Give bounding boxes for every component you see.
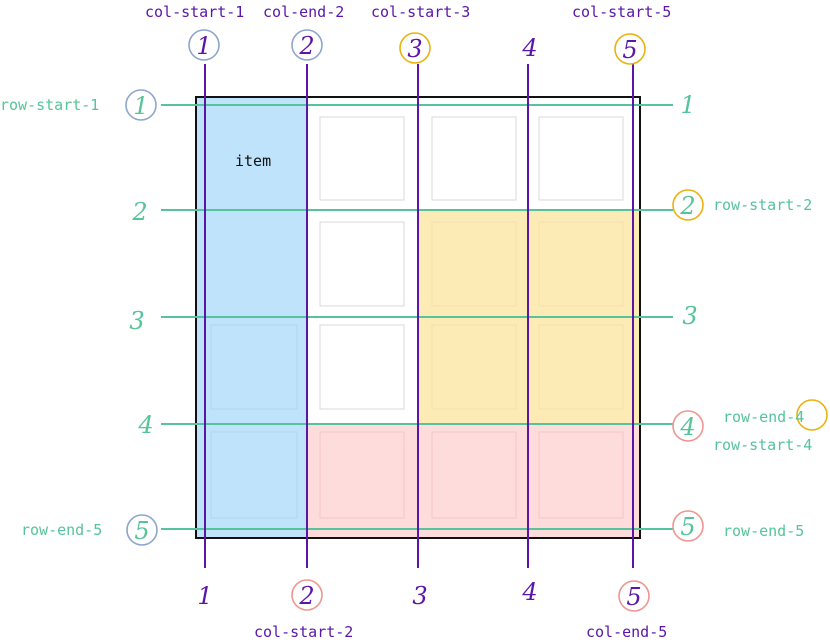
grid-cell: [210, 324, 298, 410]
left-number-2: 2: [131, 198, 147, 226]
circle-right-4: [672, 410, 704, 442]
bottom-labels: col-start-2 col-end-5: [254, 623, 667, 641]
grid-cell: [210, 431, 298, 519]
label-col-end-5: col-end-5: [586, 623, 667, 641]
label-col-end-2: col-end-2: [263, 3, 344, 21]
label-col-start-5: col-start-5: [572, 3, 671, 21]
right-numbers: 1 2 3 4 5: [679, 91, 697, 541]
bottom-number-2: 2: [298, 582, 314, 610]
top-circles: [188, 29, 646, 65]
left-number-1: 1: [133, 92, 148, 120]
grid-cell: [319, 431, 405, 519]
grid-cell: [431, 324, 517, 410]
circle-right-2: [672, 189, 704, 221]
column-lines: [204, 64, 634, 568]
grid-cell: [319, 324, 405, 410]
circle-top-3: [399, 32, 431, 64]
label-row-end-5-right: row-end-5: [723, 522, 804, 540]
right-number-2: 2: [679, 192, 695, 220]
bottom-numbers: 1 2 3 4 5: [197, 578, 641, 611]
grid-cell: [538, 431, 624, 519]
label-row-start-2: row-start-2: [713, 196, 812, 214]
item-label: item: [235, 152, 271, 170]
red-area: [307, 424, 640, 538]
left-number-5: 5: [134, 517, 149, 545]
top-number-1: 1: [196, 32, 211, 60]
label-row-start-4: row-start-4: [713, 436, 812, 454]
right-labels: row-start-2 row-end-4 row-start-4 row-en…: [713, 196, 812, 540]
grid-cell: [538, 221, 624, 307]
grid-cells: [210, 116, 624, 519]
circle-right-5: [672, 510, 704, 542]
right-circles: [672, 189, 828, 542]
label-row-start-1: row-start-1: [0, 96, 99, 114]
left-circles: [125, 89, 158, 546]
left-labels: row-start-1 row-end-5: [0, 96, 102, 539]
circle-bottom-5: [618, 580, 650, 612]
right-number-5: 5: [680, 513, 695, 541]
top-number-2: 2: [298, 32, 314, 60]
top-number-3: 3: [407, 35, 422, 63]
left-number-4: 4: [137, 411, 153, 439]
bottom-number-3: 3: [412, 582, 427, 610]
circle-top-1: [188, 29, 220, 61]
label-col-start-2: col-start-2: [254, 623, 353, 641]
top-number-4: 4: [521, 34, 537, 62]
grid-cell: [431, 221, 517, 307]
circle-bottom-2: [291, 579, 323, 611]
grid-cell: [538, 324, 624, 410]
top-number-5: 5: [622, 36, 637, 64]
label-row-end-5-left: row-end-5: [21, 521, 102, 539]
right-number-4: 4: [679, 413, 695, 441]
grid-cell: [319, 116, 405, 201]
grid-cell: [538, 116, 624, 201]
label-col-start-3: col-start-3: [371, 3, 470, 21]
left-numbers: 1 2 3 4 5: [129, 92, 153, 545]
circle-top-5: [614, 33, 646, 65]
left-number-3: 3: [129, 307, 144, 335]
label-row-end-4: row-end-4: [723, 408, 804, 426]
grid-cell: [431, 431, 517, 519]
grid-cell: [319, 221, 405, 307]
label-col-start-1: col-start-1: [145, 3, 244, 21]
circle-left-1: [125, 89, 157, 121]
circle-top-2: [291, 29, 323, 61]
top-labels: col-start-1 col-end-2 col-start-3 col-st…: [145, 3, 671, 21]
grid-cell: [431, 116, 517, 201]
bottom-circles: [291, 579, 650, 612]
circle-left-5: [126, 514, 158, 546]
bottom-number-5: 5: [626, 583, 641, 611]
circle-right-4-end: [796, 399, 828, 431]
top-numbers: 1 2 3 4 5: [196, 32, 637, 64]
bottom-number-1: 1: [197, 582, 212, 610]
bottom-number-4: 4: [521, 578, 537, 606]
right-number-3: 3: [682, 302, 697, 330]
right-number-1: 1: [680, 91, 695, 119]
